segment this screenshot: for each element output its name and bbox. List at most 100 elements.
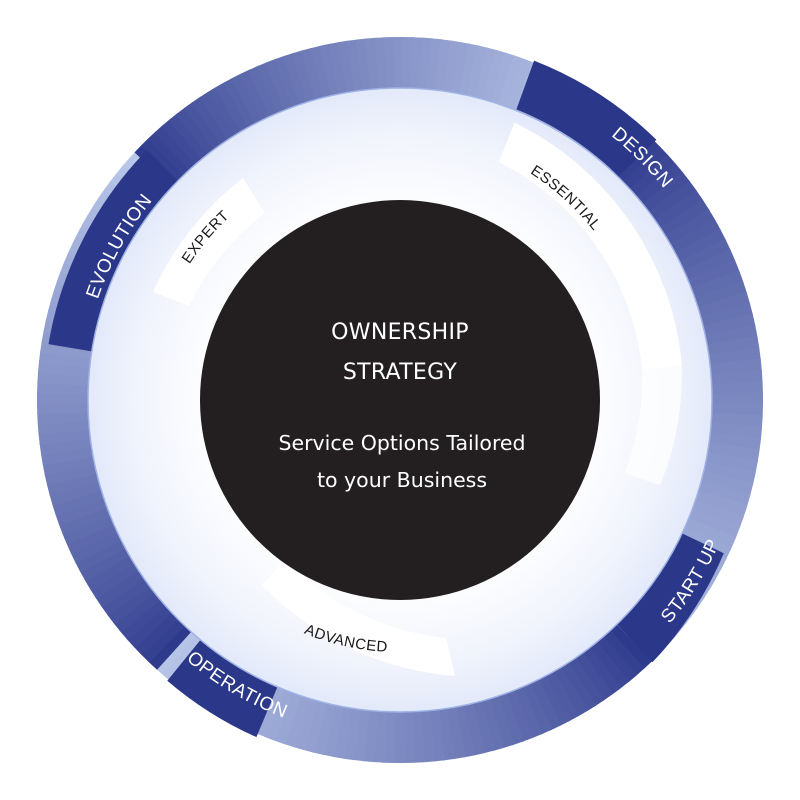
ring-gradient-wedge xyxy=(254,684,286,738)
ring-gradient-wedge xyxy=(38,349,92,369)
ring-gradient-wedge xyxy=(264,688,294,742)
ring-gradient-wedge xyxy=(471,700,496,754)
ring-gradient-wedge xyxy=(647,180,698,222)
ring-gradient-wedge xyxy=(44,462,98,486)
ring-gradient-wedge xyxy=(153,628,197,675)
ring-gradient-wedge xyxy=(497,55,526,109)
ring-gradient-wedge xyxy=(573,651,614,701)
ring-gradient-wedge xyxy=(479,697,505,751)
ring-gradient-wedge xyxy=(588,641,630,690)
ring-gradient-wedge xyxy=(283,694,311,748)
ring-gradient-wedge xyxy=(566,656,606,707)
ring-gradient-wedge xyxy=(309,45,333,99)
ring-gradient-wedge xyxy=(690,499,745,529)
ring-gradient-wedge xyxy=(628,154,677,199)
ring-gradient-wedge xyxy=(265,58,295,112)
ring-gradient-wedge xyxy=(528,678,562,731)
ring-gradient-wedge xyxy=(126,604,173,649)
ring-gradient-wedge xyxy=(622,146,669,192)
ring-gradient-wedge xyxy=(489,52,517,106)
ring-gradient-wedge xyxy=(351,708,370,762)
ring-gradient-wedge xyxy=(198,91,237,142)
ring-gradient-wedge xyxy=(615,138,662,184)
ring-gradient-wedge xyxy=(113,590,162,633)
ring-gradient-wedge xyxy=(704,451,758,475)
ring-gradient-wedge xyxy=(154,124,198,171)
ring-gradient-wedge xyxy=(140,617,186,663)
ring-gradient-wedge xyxy=(282,52,310,106)
ring-gradient-wedge xyxy=(37,401,90,415)
evolution-tab xyxy=(48,149,186,354)
ring-gradient-wedge xyxy=(147,623,192,670)
ring-gradient-wedge xyxy=(702,461,756,486)
ring-gradient-wedge xyxy=(55,497,109,526)
advanced-tab xyxy=(262,560,455,676)
ring-gradient-wedge xyxy=(46,471,101,496)
ring-gradient-wedge xyxy=(36,391,90,405)
ring-gradient-wedge xyxy=(206,86,244,137)
ring-gradient-wedge xyxy=(559,661,597,712)
ring-gradient-wedge xyxy=(594,635,638,683)
ring-gradient-wedge xyxy=(426,38,443,92)
ring-gradient-wedge xyxy=(222,77,258,129)
ring-gradient-wedge xyxy=(482,49,508,103)
ring-gradient-wedge xyxy=(445,705,466,760)
ring-gradient-wedge xyxy=(505,58,534,111)
ring-gradient-wedge xyxy=(393,36,406,90)
ring-gradient-wedge xyxy=(706,335,760,357)
ring-gradient-wedge xyxy=(710,392,763,407)
ring-gradient-wedge xyxy=(466,45,490,99)
ring-gradient-wedge xyxy=(183,101,223,151)
ring-gradient-wedge xyxy=(694,489,748,519)
ring-gradient-wedge xyxy=(319,43,341,97)
ring-gradient-wedge xyxy=(133,610,180,656)
ring-gradient-wedge xyxy=(664,208,716,247)
ring-gradient-wedge xyxy=(312,701,336,756)
ring-gradient-wedge xyxy=(706,442,760,464)
ring-gradient-wedge xyxy=(544,670,580,722)
ring-gradient-wedge xyxy=(147,130,192,177)
ring-gradient-wedge xyxy=(699,471,754,497)
ring-gradient-wedge xyxy=(601,629,645,677)
ring-gradient-wedge xyxy=(669,218,722,255)
ring-gradient-wedge xyxy=(520,682,553,735)
ring-gradient-wedge xyxy=(274,55,302,109)
ring-gradient-wedge xyxy=(504,689,534,742)
ring-gradient-wedge xyxy=(328,41,349,96)
ring-gradient-wedge xyxy=(641,171,691,214)
ring-gradient-wedge xyxy=(341,706,362,761)
ring-gradient-wedge xyxy=(581,646,622,696)
ring-gradient-wedge xyxy=(248,65,280,118)
ring-gradient-wedge xyxy=(322,703,344,758)
ring-gradient-wedge xyxy=(454,704,476,758)
ring-gradient-wedge xyxy=(176,107,217,156)
ring-gradient-wedge xyxy=(674,228,727,264)
ring-gradient-wedge xyxy=(302,699,327,753)
ring-gradient-wedge xyxy=(683,517,737,550)
ring-gradient-wedge xyxy=(66,522,119,555)
ring-gradient-wedge xyxy=(458,43,481,97)
ring-gradient-wedge xyxy=(496,692,525,746)
ring-gradient-wedge xyxy=(95,568,146,608)
ring-gradient-wedge xyxy=(442,40,462,94)
ring-gradient-wedge xyxy=(710,381,763,396)
ring-gradient-wedge xyxy=(707,432,762,452)
ring-gradient-wedge xyxy=(292,697,319,751)
ring-gradient-wedge xyxy=(402,710,416,763)
ring-gradient-wedge xyxy=(474,47,499,101)
ring-gradient-wedge xyxy=(160,634,204,682)
ring-gradient-wedge xyxy=(89,561,141,600)
ring-gradient-wedge xyxy=(239,69,272,122)
operation-tab xyxy=(167,639,278,738)
ring-gradient-wedge xyxy=(699,302,754,328)
ring-gradient-wedge xyxy=(462,702,486,756)
ring-gradient-wedge xyxy=(635,162,684,206)
center-title-line1: OWNERSHIP xyxy=(331,320,469,345)
ring-gradient-wedge xyxy=(704,324,758,348)
ring-gradient-wedge xyxy=(686,259,740,291)
ring-gradient-wedge xyxy=(161,118,204,166)
ring-gradient-wedge xyxy=(84,553,136,591)
ring-gradient-wedge xyxy=(536,674,571,727)
essential-tab-lower xyxy=(624,365,682,486)
ring-gradient-wedge xyxy=(79,546,131,582)
